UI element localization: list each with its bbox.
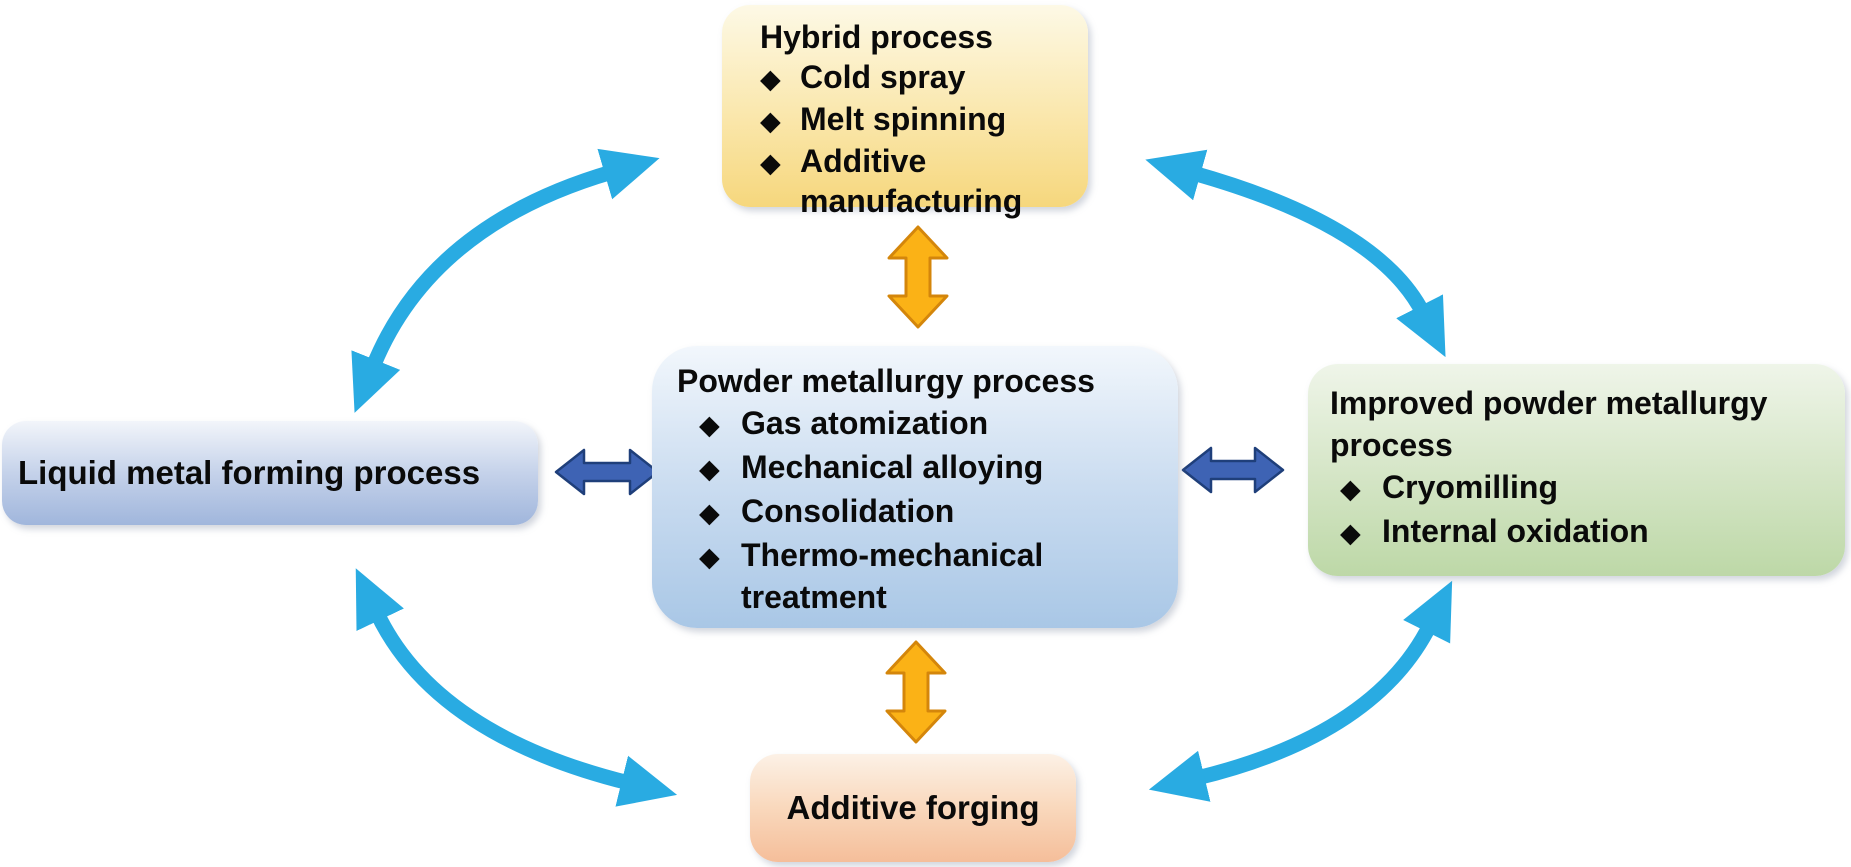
- liquid-metal-forming-title: Liquid metal forming process: [18, 454, 481, 491]
- list-item-label: Gas atomization: [741, 405, 989, 441]
- list-item: ◆ Cryomilling: [1340, 466, 1835, 510]
- diamond-bullet-icon: ◆: [699, 454, 720, 484]
- box-liquid-metal-forming-process: Liquid metal forming process: [2, 421, 538, 525]
- list-item: ◆ Mechanical alloying: [699, 446, 1168, 490]
- box-improved-powder-metallurgy-process: Improved powder metallurgy process ◆ Cry…: [1308, 364, 1845, 576]
- list-item-label: Additive manufacturing: [800, 143, 1023, 219]
- additive-forging-title: Additive forging: [786, 789, 1040, 826]
- diamond-bullet-icon: ◆: [699, 542, 720, 572]
- list-item: ◆ Internal oxidation: [1340, 510, 1835, 554]
- gold-double-arrow-bottom: [885, 640, 947, 744]
- list-item-label: Melt spinning: [800, 101, 1007, 137]
- list-item: ◆ Melt spinning: [760, 99, 1078, 141]
- list-item-label: Cold spray: [800, 59, 966, 95]
- list-item-label: Mechanical alloying: [741, 449, 1044, 485]
- diamond-bullet-icon: ◆: [760, 106, 781, 136]
- diamond-bullet-icon: ◆: [1340, 474, 1361, 504]
- powder-metallurgy-title: Powder metallurgy process: [677, 363, 1095, 399]
- box-additive-forging: Additive forging: [750, 754, 1076, 862]
- box-hybrid-process: Hybrid process ◆ Cold spray ◆ Melt spinn…: [722, 5, 1088, 219]
- list-item: ◆ Additive manufacturing: [760, 141, 1078, 221]
- list-item-label: Internal oxidation: [1382, 513, 1649, 549]
- diamond-bullet-icon: ◆: [699, 498, 720, 528]
- hybrid-process-title: Hybrid process: [760, 19, 993, 55]
- diamond-bullet-icon: ◆: [1340, 518, 1361, 548]
- list-item: ◆ Cold spray: [760, 57, 1078, 99]
- diamond-bullet-icon: ◆: [699, 410, 720, 440]
- diamond-bullet-icon: ◆: [760, 64, 781, 94]
- blue-double-arrow-left: [554, 448, 660, 496]
- gold-double-arrow-top: [887, 225, 949, 329]
- list-item-label: Cryomilling: [1382, 469, 1559, 505]
- box-powder-metallurgy-process: Powder metallurgy process ◆ Gas atomizat…: [652, 346, 1178, 628]
- list-item: ◆ Thermo-mechanical treatment: [699, 534, 1168, 618]
- curved-arrow-bottom-left: [355, 568, 678, 807]
- list-item: ◆ Gas atomization: [699, 402, 1168, 446]
- list-item-label: Consolidation: [741, 493, 955, 529]
- list-item-label: Thermo-mechanical treatment: [741, 537, 1044, 615]
- diamond-bullet-icon: ◆: [760, 148, 781, 178]
- improved-powder-metallurgy-title: Improved powder metallurgy process: [1330, 385, 1768, 463]
- curved-arrow-top-left: [351, 148, 660, 413]
- curved-arrow-top-right: [1145, 149, 1446, 358]
- curved-arrow-bottom-right: [1148, 580, 1453, 802]
- list-item: ◆ Consolidation: [699, 490, 1168, 534]
- blue-double-arrow-right: [1181, 446, 1285, 494]
